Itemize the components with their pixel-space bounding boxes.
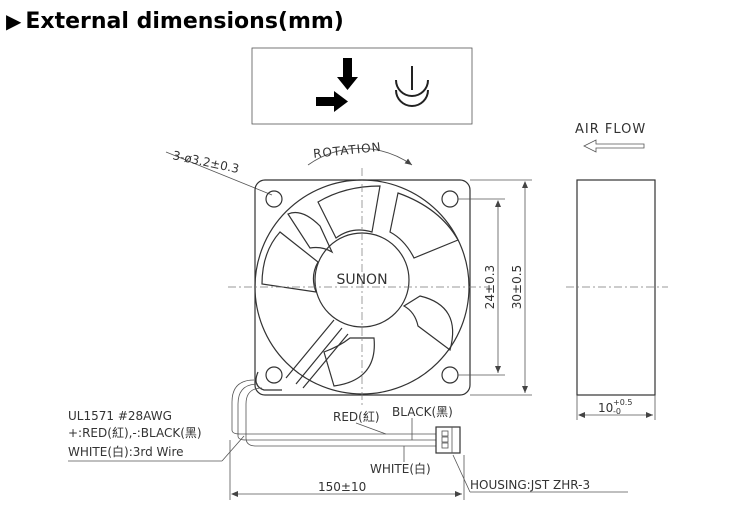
wiring-view: UL1571 #28AWG +:RED(紅),-:BLACK(黑) WHITE(… <box>68 379 628 500</box>
cable-spec-line1: UL1571 #28AWG <box>68 409 172 423</box>
fan-side-view: AIR FLOW 10 +0.5 -0 <box>566 122 668 420</box>
cable-length-label: 150±10 <box>318 480 366 494</box>
mounting-hole <box>265 190 283 208</box>
fan-front-view: ROTATION 3-ø3.2±0.3 SUNON <box>165 140 532 408</box>
dim-cable-length: 150±10 <box>229 440 465 500</box>
thickness-tol-upper: +0.5 <box>613 398 632 407</box>
side-profile <box>576 179 656 396</box>
dim-hole-spacing: 24±0.3 <box>458 198 505 376</box>
dim-hole-spacing-label: 24±0.3 <box>483 265 497 309</box>
white-wire-label: WHITE(白) <box>370 461 431 476</box>
cable-spec-line3: WHITE(白):3rd Wire <box>68 444 184 459</box>
cable-spec-line2: +:RED(紅),-:BLACK(黑) <box>68 426 202 440</box>
cable-spec-leader <box>221 435 245 462</box>
wire-white <box>245 387 436 447</box>
symbol-box-frame <box>251 47 473 125</box>
page-title: ▶ External dimensions(mm) <box>6 6 344 36</box>
rotation-symbol-icon <box>395 66 429 107</box>
mounting-hole <box>441 190 459 208</box>
fan-blade <box>261 231 319 293</box>
cable-exit <box>255 371 282 391</box>
connector-housing <box>435 426 461 454</box>
title-text: External dimensions(mm) <box>25 8 344 34</box>
housing-leader <box>452 454 471 493</box>
wire-red <box>231 379 436 435</box>
hole-label: 3-ø3.2±0.3 <box>171 148 240 176</box>
fan-blade <box>402 295 454 352</box>
thickness-main: 10 <box>598 401 613 415</box>
airflow-direction-arrows-icon <box>316 58 358 112</box>
dim-outer-label: 30±0.5 <box>510 265 524 309</box>
red-wire-leader <box>355 422 387 435</box>
title-marker: ▶ <box>6 9 22 33</box>
airflow-arrow-icon <box>583 139 645 153</box>
hole-leader-line <box>165 151 273 196</box>
dim-outer: 30±0.5 <box>470 179 532 396</box>
fan-blade <box>287 211 334 254</box>
rotation-label: ROTATION <box>312 140 382 161</box>
airflow-label: AIR FLOW <box>575 122 646 137</box>
wire-black <box>237 383 436 441</box>
cable-channel <box>285 319 349 389</box>
housing-label: HOUSING:JST ZHR-3 <box>470 478 590 492</box>
thickness-tol-lower: -0 <box>613 407 621 416</box>
red-wire-label: RED(紅) <box>333 410 380 424</box>
symbol-box <box>251 47 473 125</box>
mounting-hole <box>441 366 459 384</box>
fan-blade <box>389 192 459 259</box>
fan-blade <box>323 337 375 387</box>
black-wire-label: BLACK(黑) <box>392 405 453 419</box>
rotation-arrow <box>307 148 413 166</box>
fan-blade <box>317 185 381 239</box>
mounting-hole <box>265 366 283 384</box>
